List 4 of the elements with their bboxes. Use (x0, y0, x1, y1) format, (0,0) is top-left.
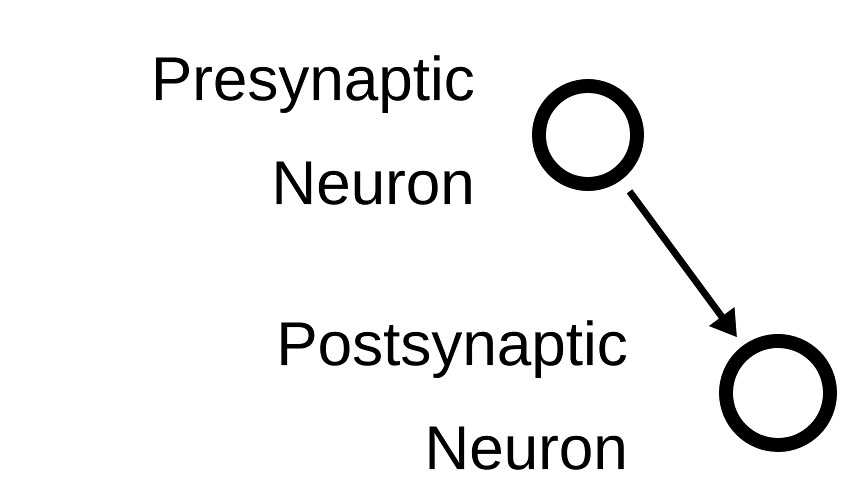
neuron-circle (719, 334, 837, 452)
neuron-label: Postsynaptic Neuron (281, 320, 626, 470)
neuron-circle (532, 79, 644, 191)
neuron-label: Presynaptic Neuron (156, 55, 474, 205)
